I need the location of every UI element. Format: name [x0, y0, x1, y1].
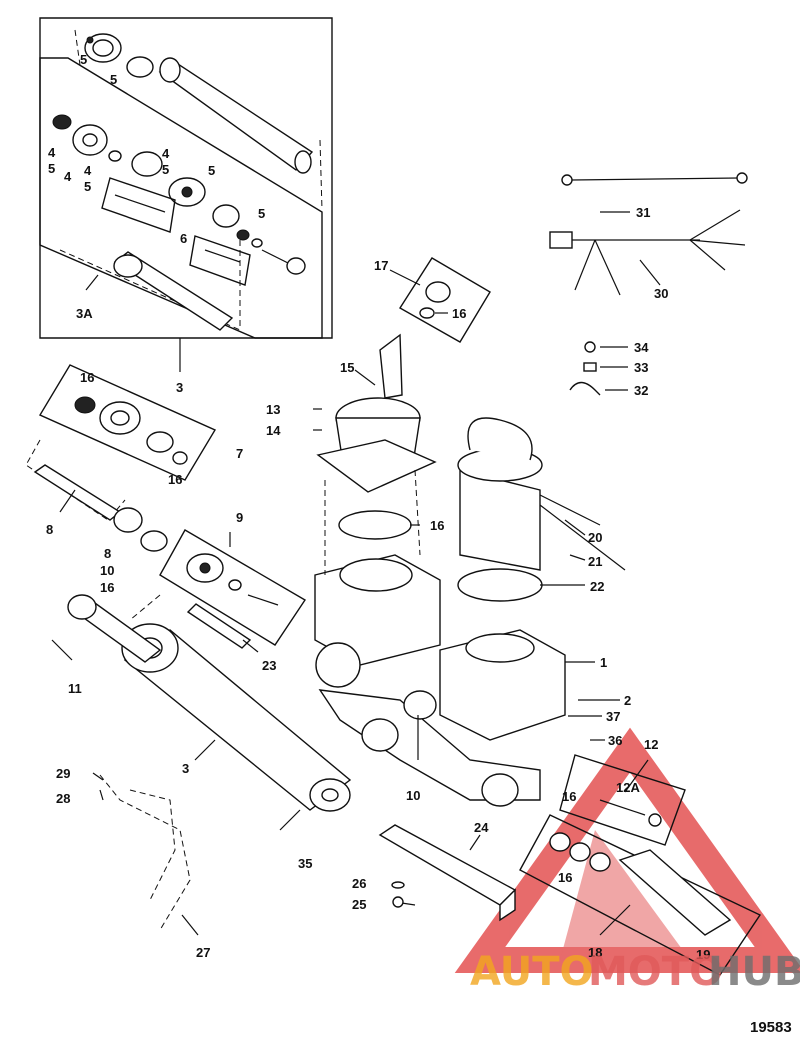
piston-kit-box [25, 364, 217, 521]
label-10: 10 [406, 788, 420, 803]
piston-rod-8 [33, 464, 168, 552]
reservoir-15 [316, 333, 437, 493]
label-22: 22 [590, 579, 604, 594]
label-5: 5 [258, 206, 265, 221]
valve-kit-box-9 [129, 529, 306, 646]
label-14: 14 [266, 423, 281, 438]
label-12: 12 [644, 737, 658, 752]
label-2: 2 [624, 693, 631, 708]
label-5: 5 [84, 179, 91, 194]
label-16: 16 [558, 870, 572, 885]
label-24: 24 [474, 820, 489, 835]
figure-number: 19583 [750, 1019, 792, 1036]
label-15: 15 [340, 360, 354, 375]
label-33: 33 [634, 360, 648, 375]
spool-box-18 [519, 814, 762, 976]
label-11: 11 [68, 681, 82, 696]
label-4: 4 [48, 145, 56, 160]
label-4: 4 [64, 169, 72, 184]
screw-25 [392, 896, 416, 908]
pin-23 [186, 603, 252, 649]
label-16: 16 [452, 306, 466, 321]
label-16: 16 [168, 472, 182, 487]
label-34: 34 [634, 340, 649, 355]
motor-22 [457, 417, 626, 602]
o-ring-16 [338, 510, 412, 540]
label-6: 6 [180, 231, 187, 246]
label-20: 20 [588, 530, 602, 545]
label-3: 3 [182, 761, 189, 776]
washer-26 [391, 881, 405, 889]
label-5: 5 [80, 52, 87, 67]
label-25: 25 [352, 897, 366, 912]
label-7: 7 [236, 446, 243, 461]
label-3: 3 [176, 380, 183, 395]
cable-31 [561, 172, 748, 186]
label-21: 21 [588, 554, 602, 569]
label-3a: 3A [76, 306, 93, 321]
label-35: 35 [298, 856, 312, 871]
watermark-auto: AUTO [470, 949, 594, 995]
label-16: 16 [100, 580, 114, 595]
label-16: 16 [562, 789, 576, 804]
label-29: 29 [56, 766, 70, 781]
harness-30 [549, 209, 746, 296]
label-37: 37 [606, 709, 620, 724]
label-28: 28 [56, 791, 70, 806]
label-5: 5 [162, 162, 169, 177]
label-5: 5 [48, 161, 55, 176]
label-30: 30 [654, 286, 668, 301]
label-8: 8 [46, 522, 53, 537]
callout-labels: 5 5 4 5 4 4 5 4 5 5 5 6 3A 3 16 16 7 8 8… [46, 52, 710, 962]
label-36: 36 [608, 733, 622, 748]
label-4: 4 [84, 163, 92, 178]
label-5: 5 [208, 163, 215, 178]
label-12a: 12A [616, 780, 640, 795]
label-27: 27 [196, 945, 210, 960]
leader-lines [59, 211, 661, 936]
label-16: 16 [430, 518, 444, 533]
pump-body-1 [314, 469, 566, 807]
label-8: 8 [104, 546, 111, 561]
label-23: 23 [262, 658, 276, 673]
label-18: 18 [588, 945, 602, 960]
label-19: 19 [696, 947, 710, 962]
label-16: 16 [80, 370, 94, 385]
box-17 [399, 257, 491, 343]
watermark-moto: MOTO [588, 949, 723, 995]
label-9: 9 [236, 510, 243, 525]
label-26: 26 [352, 876, 366, 891]
label-10: 10 [100, 563, 114, 578]
screw-34 [584, 341, 596, 353]
nut-33 [583, 362, 597, 372]
label-17: 17 [374, 258, 388, 273]
label-1: 1 [600, 655, 607, 670]
valve-box-12a [559, 754, 686, 846]
watermark-hub: HUB [708, 949, 800, 995]
watermark-text: AUTO MOTO HUB [470, 949, 800, 995]
label-32: 32 [634, 383, 648, 398]
seal-kit-box [39, 17, 333, 339]
label-4: 4 [162, 146, 170, 161]
trim-cylinder-3 [67, 594, 352, 812]
label-5: 5 [110, 72, 117, 87]
clamp-32 [569, 381, 601, 396]
label-13: 13 [266, 402, 280, 417]
label-31: 31 [636, 205, 650, 220]
spacer-bar-24 [378, 824, 517, 922]
